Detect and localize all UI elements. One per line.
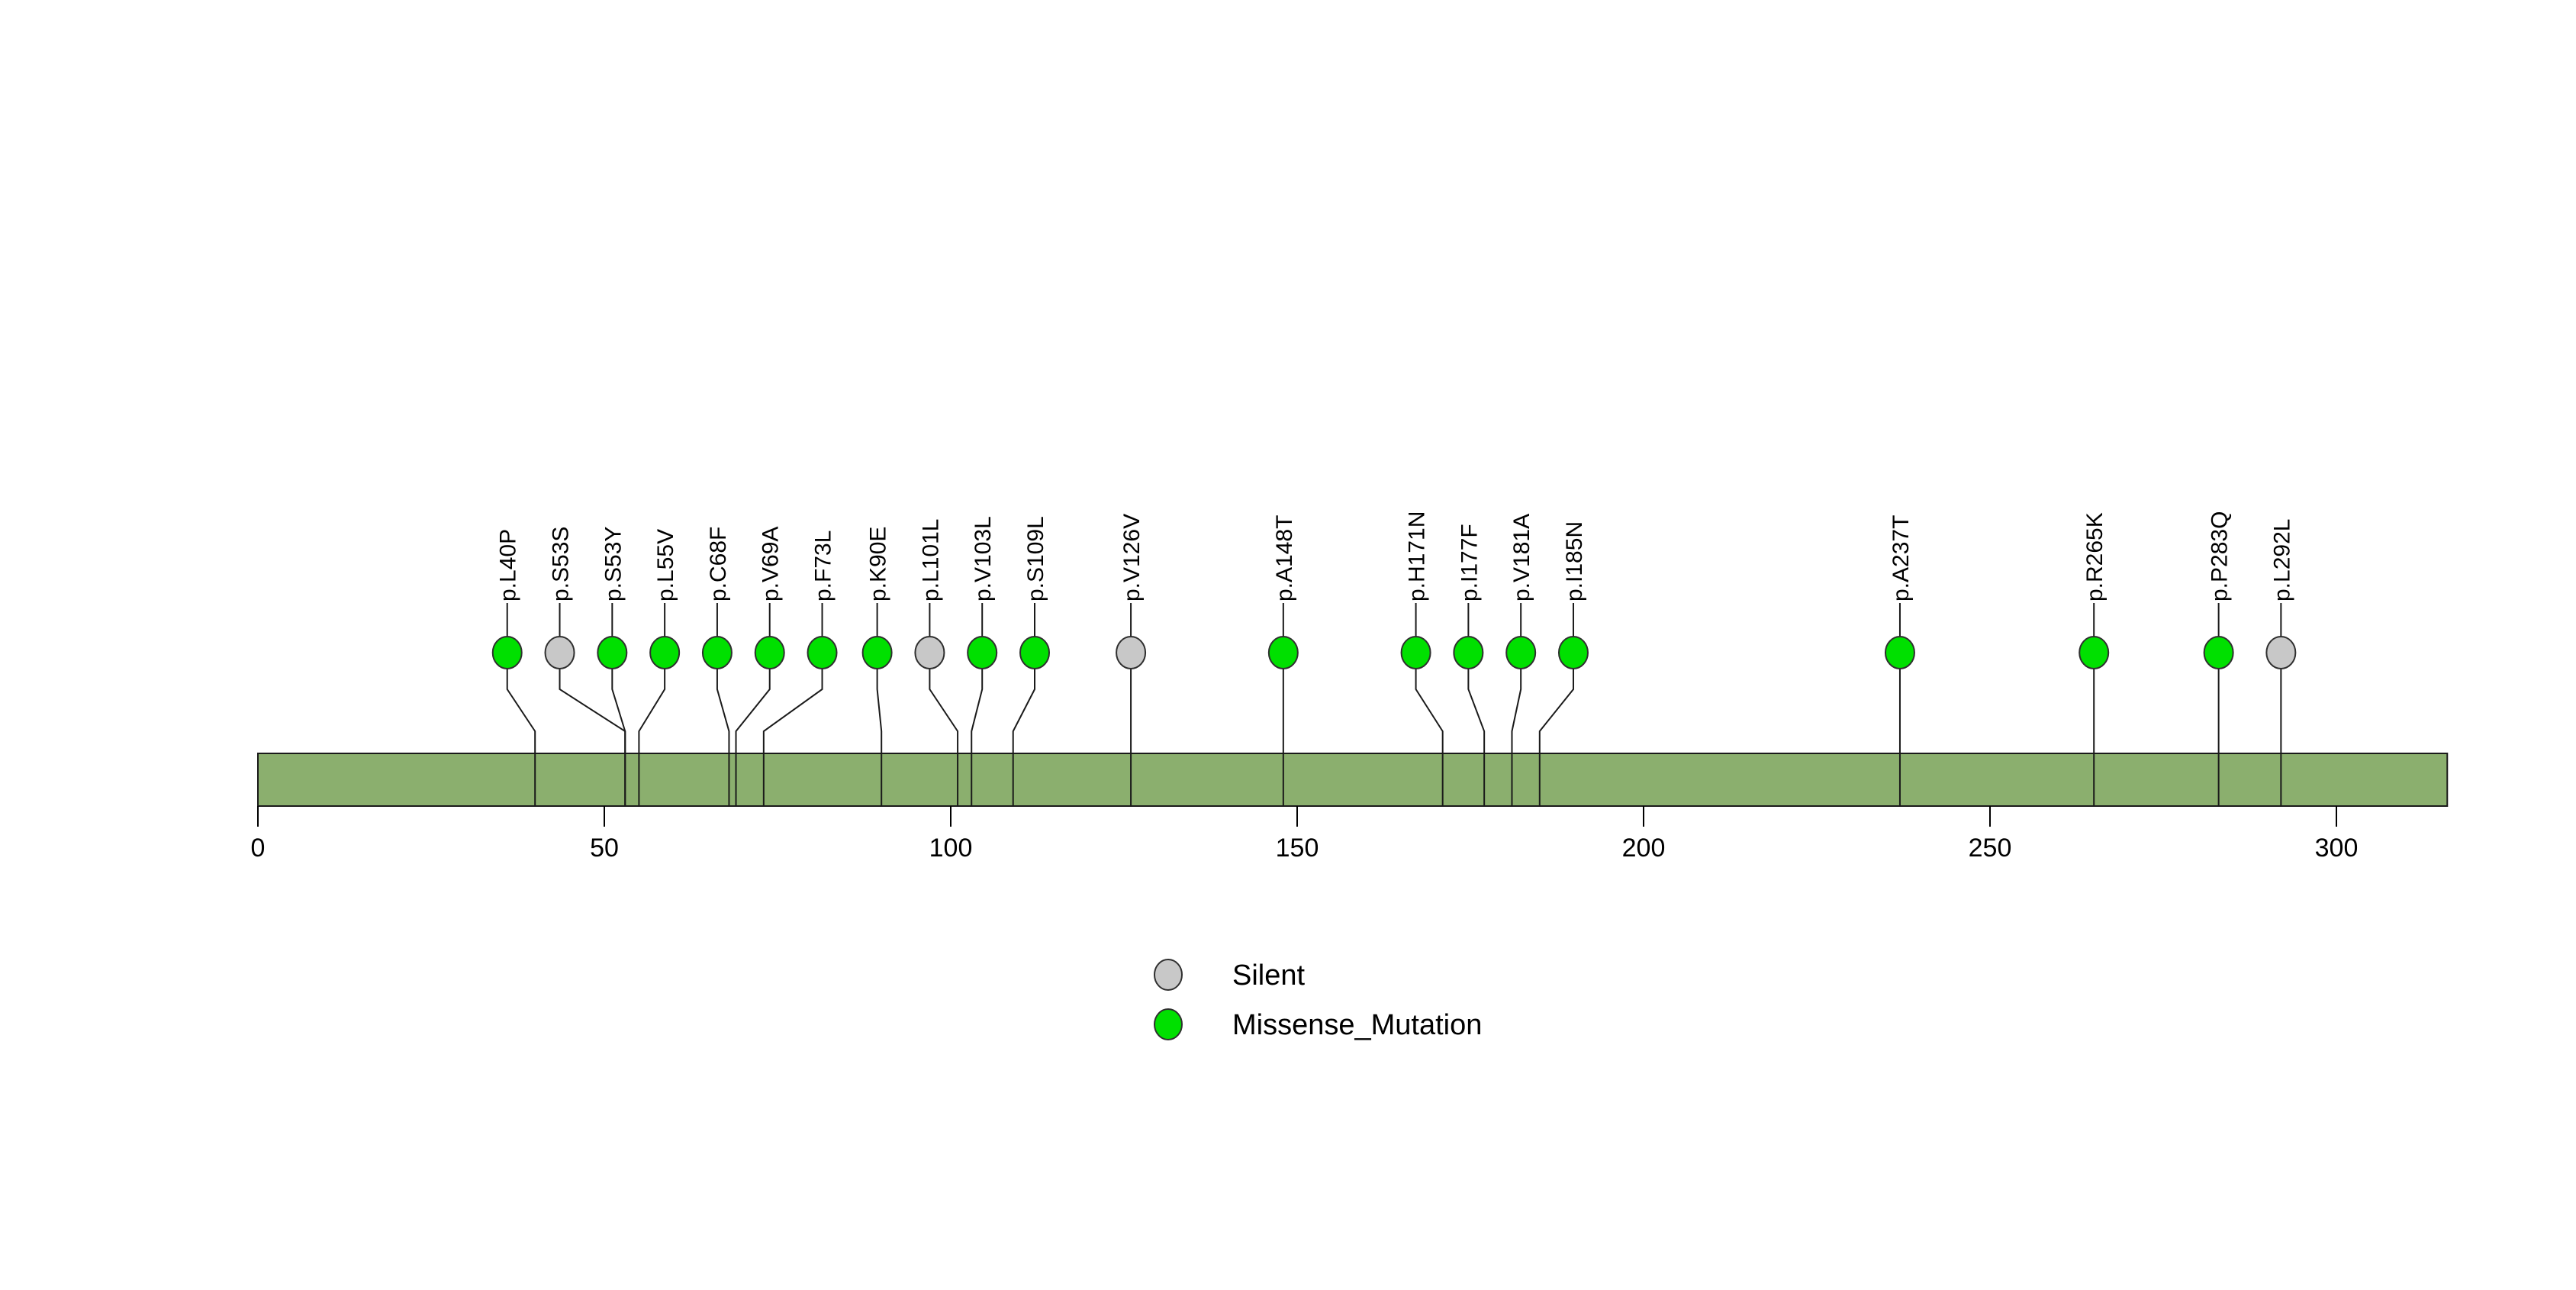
- legend-label-missense_mutation: Missense_Mutation: [1232, 1009, 1482, 1041]
- mutation-label: p.K90E: [866, 527, 891, 601]
- mutation-connector-stem: [716, 669, 730, 805]
- mutation-label: p.L101L: [918, 519, 943, 601]
- mutation-circle: [1505, 636, 1537, 669]
- mutation-circle: [2203, 636, 2234, 669]
- mutation-label: p.V69A: [758, 527, 784, 601]
- mutation-circle: [1116, 636, 1147, 669]
- mutation-connector-stem: [638, 669, 666, 805]
- mutation-label: p.C68F: [706, 527, 731, 601]
- mutation-circle: [701, 636, 733, 669]
- mutation-label: p.A148T: [1272, 515, 1297, 601]
- mutation-connector-stem: [506, 669, 536, 805]
- mutation-circle: [544, 636, 575, 669]
- mutation-connector-stem: [735, 669, 771, 805]
- mutation-label: p.L55V: [653, 529, 678, 601]
- mutation-connector-stem: [762, 669, 823, 805]
- mutation-circle: [491, 636, 523, 669]
- mutation-circle: [1019, 636, 1051, 669]
- mutation-connector-stem: [1538, 669, 1574, 805]
- mutation-connector-stem: [971, 669, 984, 805]
- mutation-connector-stem: [611, 669, 626, 805]
- axis-tick-label: 300: [2315, 834, 2359, 863]
- mutation-circle: [754, 636, 785, 669]
- mutation-circle: [967, 636, 998, 669]
- legend-swatch-silent: [1154, 959, 1183, 991]
- mutation-label: p.R265K: [2082, 512, 2107, 601]
- mutation-circle: [1557, 636, 1589, 669]
- axis-tick-label: 0: [251, 834, 266, 863]
- axis-tick-label: 100: [929, 834, 973, 863]
- mutation-circle: [2079, 636, 2110, 669]
- mutation-label: p.H171N: [1405, 511, 1430, 601]
- axis-tick-label: 50: [590, 834, 619, 863]
- legend-swatch-missense_mutation: [1154, 1008, 1183, 1040]
- mutation-label: p.S53Y: [601, 527, 626, 601]
- legend-label-silent: Silent: [1232, 959, 1305, 992]
- mutation-circle: [1884, 636, 1915, 669]
- mutation-circle: [914, 636, 945, 669]
- axis-tick-label: 150: [1276, 834, 1319, 863]
- mutation-circle: [2265, 636, 2297, 669]
- protein-bar: [257, 753, 2449, 807]
- mutation-circle: [1267, 636, 1299, 669]
- mutation-circle: [649, 636, 681, 669]
- mutation-connector-stem: [929, 669, 959, 805]
- mutation-connector-stem: [1467, 669, 1486, 805]
- axis-tick-label: 200: [1622, 834, 1666, 863]
- mutation-label: p.S109L: [1023, 516, 1048, 601]
- mutation-label: p.L292L: [2269, 519, 2294, 601]
- mutation-connector-stem: [1012, 669, 1036, 805]
- mutation-label: p.P283Q: [2207, 511, 2233, 601]
- mutation-label: p.F73L: [811, 531, 836, 601]
- mutation-label: p.S53S: [549, 527, 574, 601]
- mutation-label: p.V181A: [1509, 514, 1534, 601]
- mutation-circle: [861, 636, 893, 669]
- mutation-circle: [1453, 636, 1484, 669]
- mutation-connector-stem: [876, 669, 883, 805]
- mutation-label: p.I177F: [1457, 524, 1482, 601]
- mutation-label: p.L40P: [496, 529, 521, 601]
- mutation-circle: [807, 636, 838, 669]
- mutation-connector-stem: [1415, 669, 1444, 805]
- mutation-circle: [597, 636, 628, 669]
- axis-tick-label: 250: [1969, 834, 2012, 863]
- mutation-label: p.I185N: [1562, 521, 1587, 601]
- mutation-label: p.V126V: [1119, 514, 1145, 601]
- mutation-label: p.A237T: [1889, 515, 1914, 601]
- mutation-connector-stem: [1511, 669, 1522, 805]
- mutation-circle: [1400, 636, 1431, 669]
- mutation-label: p.V103L: [971, 516, 996, 601]
